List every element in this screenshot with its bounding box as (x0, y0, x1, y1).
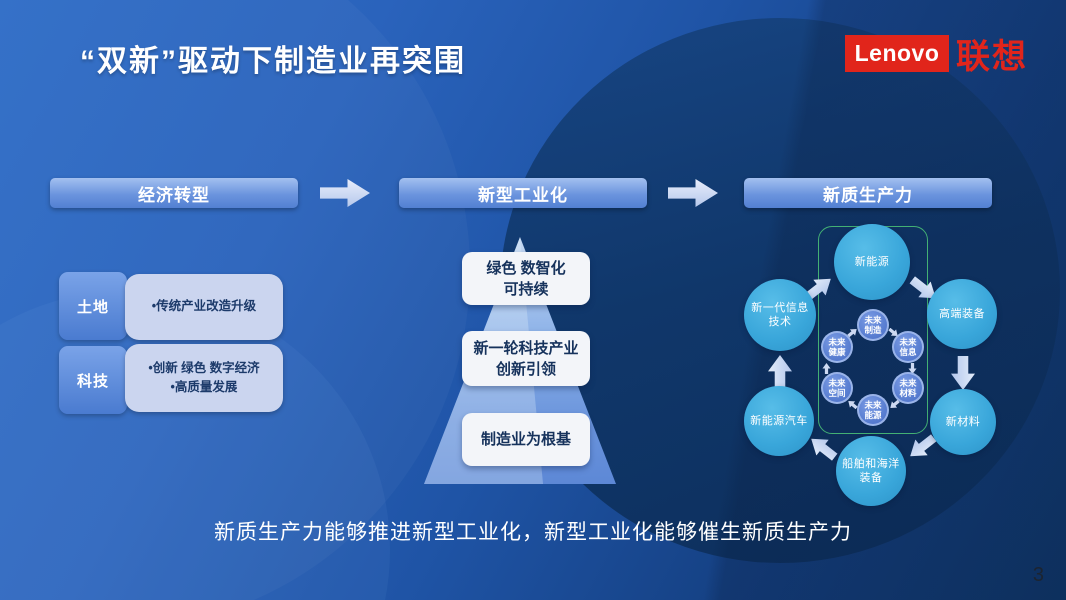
circle-new-materials: 新材料 (930, 389, 996, 455)
circle-label: 健康 (828, 347, 846, 357)
pyramid-level-text: 制造业为根基 (480, 431, 571, 448)
circle-label: 未来 (828, 377, 846, 388)
lenovo-logo: Lenovo 联想 (845, 29, 1028, 78)
circle-future-space: 未来 空间 (821, 372, 853, 404)
circle-label: 技术 (768, 316, 792, 328)
factor-card-technology: •创新 绿色 数字经济 •高质量发展 (125, 344, 283, 412)
circle-label: 装备 (859, 472, 883, 484)
circle-label: 能源 (864, 410, 882, 420)
circle-label: 船舶和海洋 (842, 457, 900, 470)
factor-card-land: •传统产业改造升级 (125, 274, 283, 340)
circle-label: 材料 (899, 388, 917, 398)
pyramid-level-base: 制造业为根基 (462, 413, 590, 466)
circle-label: 新能源汽车 (750, 414, 808, 427)
circle-label: 未来 (899, 377, 917, 388)
factor-label-technology: 科技 (59, 346, 127, 414)
circle-new-energy: 新能源 (834, 224, 910, 300)
circle-future-materials: 未来 材料 (892, 372, 924, 404)
lenovo-wordmark: Lenovo (854, 40, 940, 66)
circle-marine-equipment: 船舶和海洋 装备 (836, 436, 906, 506)
footer-statement: 新质生产力能够推进新型工业化，新型工业化能够催生新质生产力 (214, 521, 852, 544)
circle-future-energy: 未来 能源 (857, 394, 889, 426)
pyramid-level-text: 可持续 (503, 280, 549, 298)
lenovo-chinese-wordmark: 联想 (956, 38, 1028, 76)
page-number: 3 (1032, 564, 1044, 586)
factor-point: •创新 绿色 数字经济 (148, 360, 260, 375)
circle-high-end-equipment: 高端装备 (927, 279, 997, 349)
circle-label: 新一代信息 (751, 301, 809, 314)
factor-label-land: 土地 (59, 272, 127, 340)
circle-label: 新材料 (945, 415, 981, 428)
circle-future-health: 未来 健康 (821, 331, 853, 363)
slide-title: “双新”驱动下制造业再突围 (80, 45, 466, 78)
circle-label: 未来 (899, 336, 917, 347)
pyramid-level-top: 绿色 数智化 可持续 (462, 252, 590, 305)
circle-next-gen-it: 新一代信息 技术 (744, 279, 816, 351)
circle-label: 未来 (828, 336, 846, 347)
flow-step-new-industrialization: 新型工业化 (399, 178, 647, 208)
circle-future-information: 未来 信息 (892, 331, 924, 363)
circle-label: 空间 (828, 388, 846, 398)
circle-label: 制造 (864, 325, 882, 335)
flow-step-new-productive-forces: 新质生产力 (744, 178, 992, 208)
circle-new-energy-vehicles: 新能源汽车 (744, 386, 814, 456)
pyramid-level-text: 绿色 数智化 (486, 259, 566, 277)
circle-label: 新能源 (854, 255, 890, 268)
lenovo-logo-box: Lenovo (845, 35, 949, 72)
pyramid-level-middle: 新一轮科技产业 创新引领 (462, 331, 590, 386)
circle-label: 信息 (899, 347, 917, 357)
factor-point: •传统产业改造升级 (151, 299, 257, 314)
circle-label: 未来 (864, 314, 882, 325)
pyramid-level-text: 创新引领 (495, 360, 556, 378)
pyramid-level-text: 新一轮科技产业 (473, 339, 579, 357)
circle-label: 高端装备 (939, 307, 985, 320)
circle-future-manufacturing: 未来 制造 (857, 309, 889, 341)
circle-label: 未来 (864, 399, 882, 410)
flow-step-economic-transition: 经济转型 (50, 178, 298, 208)
factor-point: •高质量发展 (170, 380, 238, 394)
